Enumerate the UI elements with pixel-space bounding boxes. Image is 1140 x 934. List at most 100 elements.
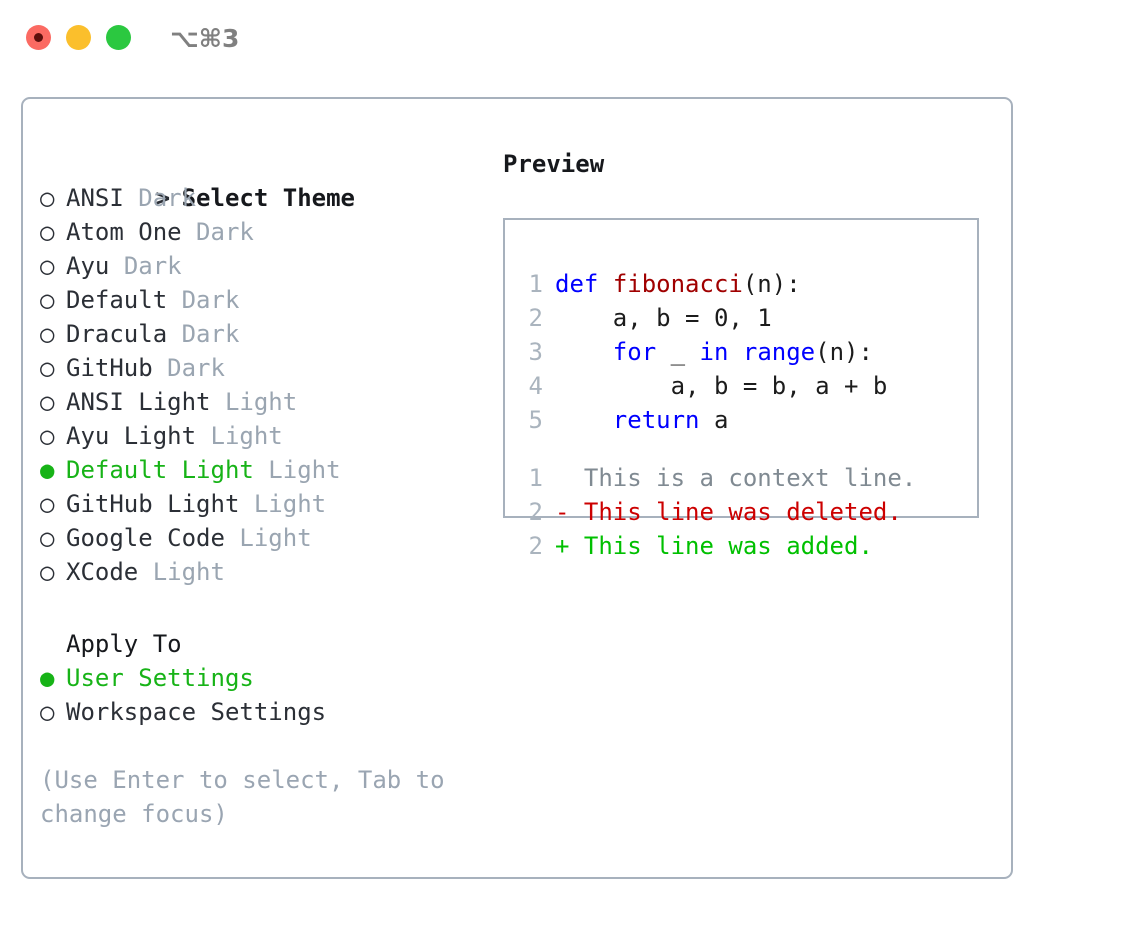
select-theme-heading: > Select Theme <box>40 147 480 212</box>
minimize-window-button[interactable] <box>66 25 91 50</box>
theme-option-label: GitHub Light <box>66 490 240 518</box>
code-line: 5 return a <box>519 403 887 437</box>
theme-option-label: XCode <box>66 558 139 586</box>
radio-unselected-icon[interactable]: ○ <box>40 320 55 348</box>
hint-spacer <box>40 729 480 763</box>
code-token: range <box>742 338 816 366</box>
code-token: for <box>612 338 657 366</box>
code-line-number: 3 <box>528 338 543 366</box>
code-token: return <box>612 406 700 434</box>
theme-variant-tag: Light <box>210 422 283 450</box>
theme-option-row[interactable]: ○Default Dark <box>40 283 480 317</box>
code-token: _ <box>656 338 700 366</box>
keyboard-hint-text: (Use Enter to select, Tab to change focu… <box>40 766 445 828</box>
diff-text: This is a context line. <box>569 464 917 492</box>
radio-unselected-icon[interactable]: ○ <box>40 184 55 212</box>
code-token: in <box>699 338 729 366</box>
theme-variant-tag: Light <box>224 388 298 416</box>
theme-option-row[interactable]: ○ GitHub Dark <box>40 351 480 385</box>
theme-variant-tag: Dark <box>167 354 225 382</box>
maximize-window-button[interactable] <box>106 25 131 50</box>
theme-option-label: Default <box>66 286 168 314</box>
theme-variant-tag: Light <box>239 524 312 552</box>
theme-option-row[interactable]: ○ ANSI Dark <box>40 181 480 215</box>
theme-option-label: Google Code <box>66 524 225 552</box>
diff-sign: - <box>555 498 570 526</box>
radio-unselected-icon[interactable]: ○ <box>40 490 55 518</box>
diff-line: 2- This line was deleted. <box>519 495 916 529</box>
theme-option-row[interactable]: ○ Ayu Dark <box>40 249 480 283</box>
theme-option-row[interactable]: ○ XCode Light <box>40 555 480 589</box>
code-token <box>598 270 612 298</box>
section-spacer <box>40 589 480 627</box>
theme-variant-tag: Light <box>152 558 225 586</box>
theme-variant-tag: Dark <box>123 252 182 280</box>
theme-option-label: GitHub <box>66 354 153 382</box>
code-line: 3 for _ in range(n): <box>519 335 887 369</box>
theme-option-row[interactable]: ○ GitHub Light Light <box>40 487 480 521</box>
diff-text: This line was deleted. <box>569 498 902 526</box>
apply-to-option-label: User Settings <box>66 664 254 692</box>
code-token <box>555 338 613 366</box>
theme-option-label: Ayu Light <box>66 422 197 450</box>
radio-unselected-icon[interactable]: ○ <box>40 218 55 246</box>
theme-variant-tag: Dark <box>181 320 240 348</box>
close-window-button[interactable] <box>26 25 51 50</box>
theme-option-label: Default Light <box>66 456 254 484</box>
theme-option-list: ○ANSI Dark○Atom One Dark○Ayu Dark○Defaul… <box>40 181 480 589</box>
theme-option-label: ANSI Light <box>66 388 211 416</box>
theme-option-row[interactable]: ○ Dracula Dark <box>40 317 480 351</box>
apply-to-option-row[interactable]: ● User Settings <box>40 661 480 695</box>
preview-title: Preview <box>503 150 605 178</box>
code-token: a <box>699 406 729 434</box>
diff-text: This line was added. <box>569 532 873 560</box>
radio-unselected-icon[interactable]: ○ <box>40 388 55 416</box>
diff-line-number: 1 <box>528 464 543 492</box>
code-line-number: 1 <box>528 270 543 298</box>
code-token: a, b = 0, 1 <box>555 304 772 332</box>
radio-unselected-icon[interactable]: ○ <box>40 524 55 552</box>
theme-variant-tag: Light <box>253 490 327 518</box>
theme-selector-column: >Select Theme ○ANSI Dark○Atom One Dark○A… <box>40 147 480 831</box>
radio-unselected-icon[interactable]: ○ <box>40 558 55 586</box>
code-line: 4 a, b = b, a + b <box>519 369 888 403</box>
select-theme-heading-label: Select Theme <box>181 184 355 212</box>
apply-to-option-label: Workspace Settings <box>66 698 327 726</box>
theme-variant-tag: Dark <box>138 184 197 212</box>
code-token: (n): <box>815 338 873 366</box>
prompt-caret-icon: > <box>155 184 171 212</box>
code-token <box>555 406 613 434</box>
theme-option-row[interactable]: ○ ANSI Light Light <box>40 385 480 419</box>
radio-selected-icon[interactable]: ● <box>40 456 55 484</box>
theme-option-row[interactable]: ○ Google Code Light <box>40 521 480 555</box>
radio-unselected-icon[interactable]: ○ <box>40 252 55 280</box>
diff-sign: + <box>555 532 570 560</box>
apply-to-option-row[interactable]: ○ Workspace Settings <box>40 695 480 729</box>
diff-line: 2 + This line was added. <box>519 529 916 563</box>
apply-to-option-list: ● User Settings ○ Workspace Settings <box>40 661 480 729</box>
theme-option-label: Ayu <box>66 252 110 280</box>
theme-option-label: Dracula <box>66 320 168 348</box>
diff-line-number: 2 <box>528 532 543 560</box>
radio-unselected-icon[interactable]: ○ <box>40 354 55 382</box>
code-token: def <box>555 270 599 298</box>
radio-unselected-icon[interactable]: ○ <box>40 698 55 726</box>
code-line: 2 a, b = 0, 1 <box>519 301 887 335</box>
theme-option-row[interactable]: ○Atom One Dark <box>40 215 480 249</box>
code-token: (n): <box>742 270 801 298</box>
radio-unselected-icon[interactable]: ○ <box>40 286 55 314</box>
theme-option-label: ANSI <box>66 184 124 212</box>
theme-option-row[interactable]: ○ Ayu Light Light <box>40 419 480 453</box>
radio-unselected-icon[interactable]: ○ <box>40 422 55 450</box>
radio-selected-icon[interactable]: ● <box>40 664 55 692</box>
main-panel: >Select Theme ○ANSI Dark○Atom One Dark○A… <box>21 97 1013 879</box>
code-line-number: 5 <box>528 406 543 434</box>
code-token: a, b = b, a + b <box>555 372 888 400</box>
theme-option-row[interactable]: ●Default Light Light <box>40 453 480 487</box>
apply-to-title: Apply To <box>66 630 182 658</box>
title-bar: ⌥⌘3 <box>0 0 1140 78</box>
